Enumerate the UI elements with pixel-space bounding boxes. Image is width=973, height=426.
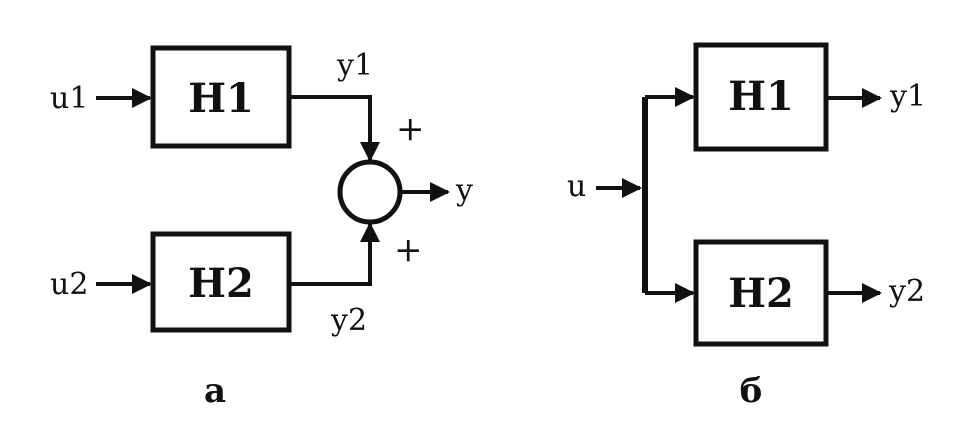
- block-h1-b-frame: [693, 42, 829, 152]
- output-y1-label: y1: [889, 79, 926, 114]
- diagram-a: u1 H1 y1 + y u2 H2 y2 + а: [50, 45, 473, 411]
- input-u-label: u: [567, 169, 586, 204]
- caption-b: б: [740, 371, 763, 411]
- block-h2-b-label: H2: [728, 270, 794, 317]
- block-h1-b: H1: [693, 42, 829, 152]
- block-h2-b: H2: [693, 239, 829, 347]
- caption-a: а: [204, 371, 226, 411]
- block-h1-a-label: H1: [188, 75, 254, 122]
- diagram-b: u H1 y1 H2 y2 б: [567, 42, 926, 411]
- block-h1-b-label: H1: [728, 73, 794, 120]
- sum-sign-top: +: [396, 109, 425, 149]
- block-h2-a: H2: [150, 231, 292, 333]
- signal-y1-label: y1: [336, 48, 373, 83]
- block-h2-a-label: H2: [188, 260, 254, 307]
- signal-y2-label: y2: [330, 303, 367, 338]
- output-y2-label: y2: [888, 274, 925, 309]
- signal-y2-line: [289, 222, 380, 286]
- signal-y1-line: [289, 95, 380, 162]
- output-y-label: y: [455, 173, 473, 208]
- input-u2-label: u2: [50, 267, 88, 302]
- sum-sign-bottom: +: [394, 230, 423, 270]
- input-u1-label: u1: [50, 81, 88, 116]
- summing-junction: [337, 159, 403, 225]
- block-h2-a-frame: [150, 231, 292, 333]
- block-h1-a: H1: [150, 45, 292, 149]
